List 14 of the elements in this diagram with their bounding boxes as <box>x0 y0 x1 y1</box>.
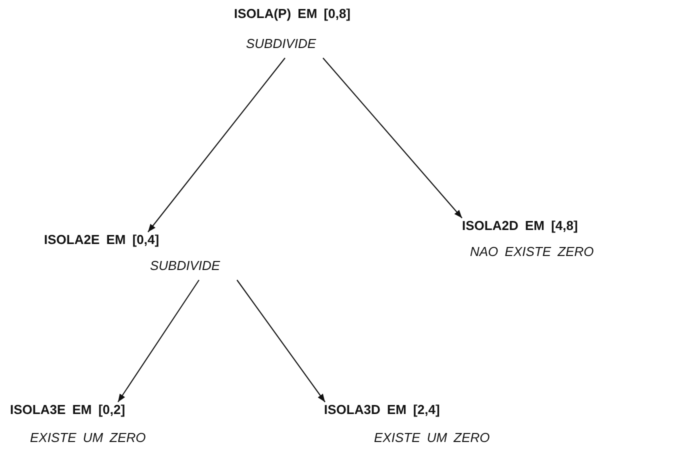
node-status: NAO EXISTE ZERO <box>470 244 594 259</box>
node-title: ISOLA3E EM [0,2] <box>10 402 126 417</box>
node-status: SUBDIVIDE <box>150 258 220 273</box>
node-status: EXISTE UM ZERO <box>30 430 146 445</box>
arrow <box>236 280 326 402</box>
node-title: ISOLA3D EM [2,4] <box>324 402 440 417</box>
node-title: ISOLA2E EM [0,4] <box>44 232 160 247</box>
arrow <box>148 58 286 232</box>
node-status: SUBDIVIDE <box>246 36 316 51</box>
arrow <box>322 58 462 218</box>
node-status: EXISTE UM ZERO <box>374 430 490 445</box>
node-title: ISOLA(P) EM [0,8] <box>234 6 351 21</box>
node-title: ISOLA2D EM [4,8] <box>462 218 578 233</box>
arrow <box>118 280 200 402</box>
